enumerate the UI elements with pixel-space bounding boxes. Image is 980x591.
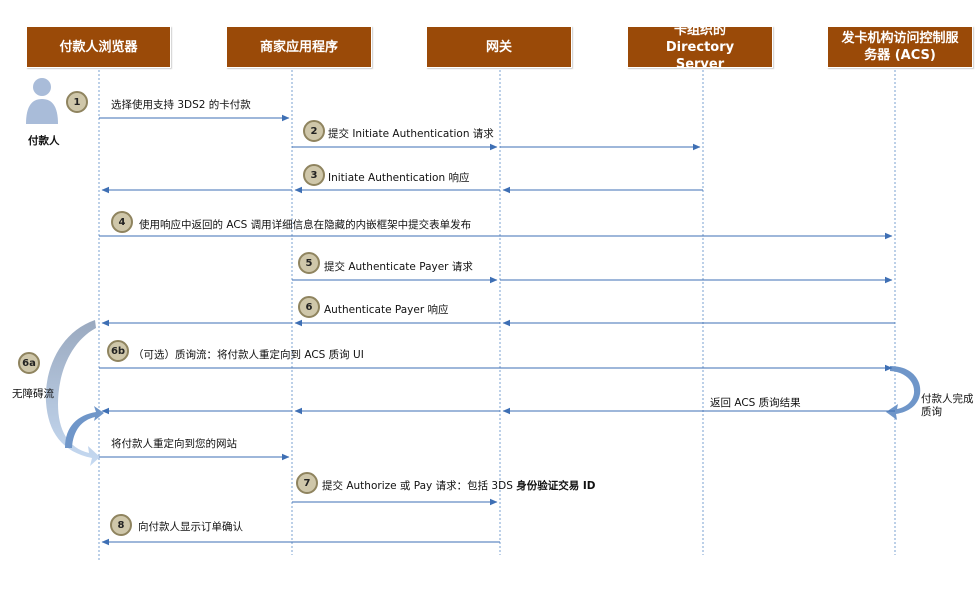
step-badge-7: 7 — [296, 472, 318, 494]
frictionless-flow-label: 无障碍流 — [12, 388, 54, 400]
challenge-curl-arrow — [886, 366, 921, 420]
participant-directory-server: 卡组织的 Directory Server — [627, 23, 773, 72]
redirect-curl-arrow — [65, 406, 104, 448]
step-label-6: Authenticate Payer 响应 — [324, 304, 449, 316]
participant-acs: 发卡机构访问控制服务器 (ACS) — [827, 26, 973, 68]
person-icon — [26, 78, 58, 124]
step-badge-4: 4 — [111, 211, 133, 233]
frictionless-arrow — [45, 320, 100, 466]
step-label-1: 选择使用支持 3DS2 的卡付款 — [111, 99, 251, 111]
step-badge-6: 6 — [298, 296, 320, 318]
payer-completes-challenge-label: 付款人完成质询 — [921, 393, 974, 418]
step-label-8: 向付款人显示订单确认 — [138, 521, 243, 533]
step-label-7: 提交 Authorize 或 Pay 请求：包括 3DS 身份验证交易 ID — [322, 478, 596, 493]
payer-actor-label: 付款人 — [28, 135, 60, 147]
step-badge-6b: 6b — [107, 340, 129, 362]
step-badge-6a: 6a — [18, 352, 40, 374]
participant-merchant-app: 商家应用程序 — [226, 26, 372, 68]
step-badge-3: 3 — [303, 164, 325, 186]
step-label-redirect: 将付款人重定向到您的网站 — [111, 438, 237, 450]
step-label-4: 使用响应中返回的 ACS 调用详细信息在隐藏的内嵌框架中提交表单发布 — [139, 219, 472, 231]
participant-payer-browser: 付款人浏览器 — [26, 26, 171, 68]
participant-gateway: 网关 — [426, 26, 572, 68]
step-label-3: Initiate Authentication 响应 — [328, 172, 470, 184]
step-badge-1: 1 — [66, 91, 88, 113]
step-label-5: 提交 Authenticate Payer 请求 — [324, 261, 473, 273]
step-label-acs-result: 返回 ACS 质询结果 — [710, 397, 801, 409]
step-label-7-text: 提交 Authorize 或 Pay 请求：包括 3DS — [322, 480, 517, 492]
step-label-6b: （可选）质询流：将付款人重定向到 ACS 质询 UI — [133, 349, 364, 361]
step-badge-8: 8 — [110, 514, 132, 536]
step-badge-2: 2 — [303, 120, 325, 142]
step-badge-5: 5 — [298, 252, 320, 274]
step-label-7-bold: 身份验证交易 ID — [516, 480, 596, 492]
step-label-2: 提交 Initiate Authentication 请求 — [328, 128, 494, 140]
